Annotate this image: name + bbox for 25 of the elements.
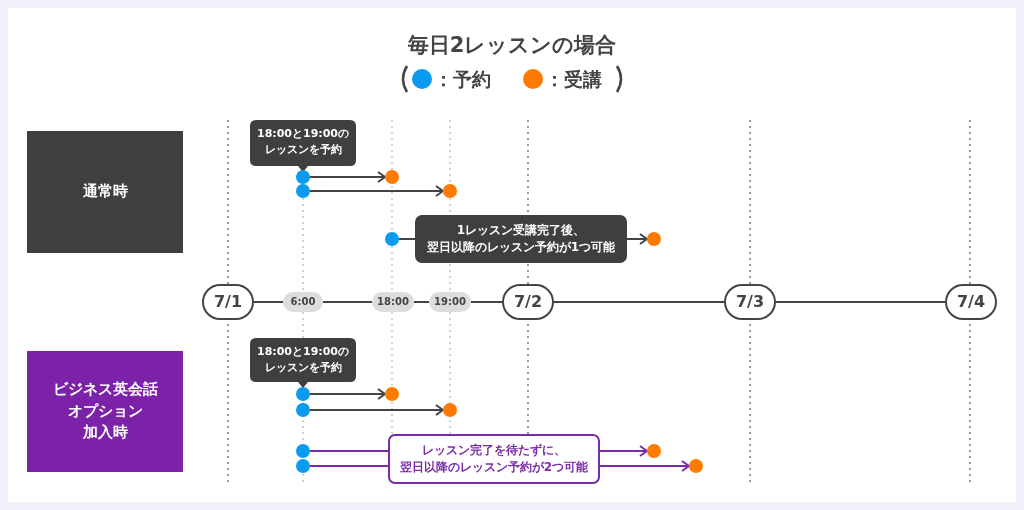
arrow [599,460,690,472]
category-panel: ビジネス英会話オプション加入時 [27,351,183,472]
timeline-line [322,301,373,303]
note-box: 1レッスン受講完了後、翌日以降のレッスン予約が1つ可能 [415,215,627,263]
title: 毎日2レッスンの場合 [406,32,618,59]
arrow [309,388,386,400]
timeline-line [253,301,284,303]
legend-label: ：受講 [545,67,602,92]
time-pill: 6:00 [283,292,323,312]
legend-label: ：予約 [434,67,491,92]
timeline-line [413,301,430,303]
timeline-line [775,301,946,303]
callout-bubble: 18:00と19:00のレッスンを予約 [250,120,356,172]
arrow [309,185,444,197]
arrow [599,445,648,457]
callout-bubble: 18:00と19:00のレッスンを予約 [250,338,356,388]
time-pill: 18:00 [372,292,414,312]
arrow [309,171,386,183]
time-pill: 19:00 [429,292,471,312]
arrow [309,404,444,416]
note-box: レッスン完了を待たずに、翌日以降のレッスン予約が2つ可能 [388,434,600,484]
arrow [626,233,648,245]
timeline-line [553,301,725,303]
category-panel: 通常時 [27,131,183,253]
timeline-line [470,301,503,303]
